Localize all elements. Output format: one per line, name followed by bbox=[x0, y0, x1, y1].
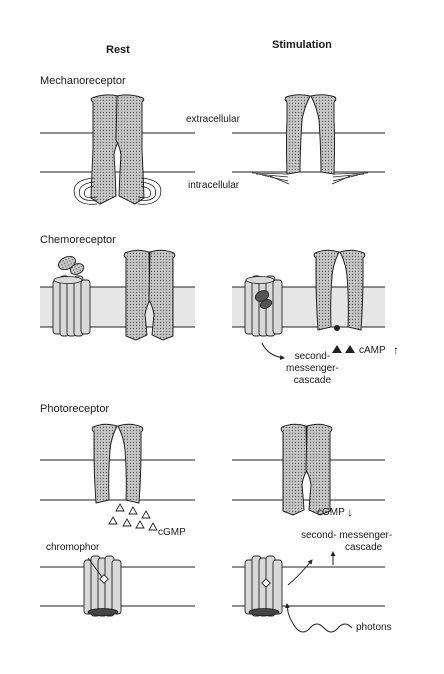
channel-right-half bbox=[115, 94, 145, 205]
channel-right-half-open bbox=[339, 249, 366, 331]
relaxed-spring-left bbox=[73, 177, 98, 205]
label-chromophor: chromophor bbox=[46, 542, 100, 553]
channel-left-half-open bbox=[91, 423, 118, 504]
rhodopsin-helix-bundle bbox=[83, 555, 122, 617]
receptor-helix-bundle bbox=[52, 275, 91, 337]
label-messenger-line: messenger- bbox=[286, 363, 339, 374]
section-title-photoreceptor: Photoreceptor bbox=[40, 403, 110, 415]
cascade-arrow bbox=[261, 342, 285, 360]
channel-left-half-open bbox=[313, 249, 340, 331]
camp-increase-arrow: ↑ bbox=[393, 343, 399, 357]
channel-left-half bbox=[123, 249, 151, 341]
label-photons: photons bbox=[356, 622, 392, 633]
chemo-stim-panel bbox=[232, 249, 385, 360]
mechano-rest-panel bbox=[40, 94, 195, 205]
cgmp-decrease-arrow: ↓ bbox=[347, 505, 353, 519]
channel-left-half bbox=[280, 423, 308, 516]
label-second-messenger-cascade-chemo: second- messenger- cascade bbox=[286, 351, 339, 387]
label-second-messenger-photo: second- messenger- bbox=[301, 530, 393, 541]
channel-right-half bbox=[148, 249, 176, 341]
chemo-rest-panel bbox=[40, 249, 195, 341]
label-second-line: second- bbox=[294, 351, 331, 362]
photo-stim-panel-channel bbox=[232, 423, 385, 565]
stretched-spring-left bbox=[251, 172, 290, 185]
header-stimulation: Stimulation bbox=[272, 39, 332, 51]
rhodopsin-activation-arrow bbox=[287, 559, 313, 586]
photo-rest-panel-rhodopsin bbox=[40, 555, 195, 617]
label-cgmp-stim: cGMP bbox=[317, 507, 345, 518]
header-rest: Rest bbox=[106, 44, 130, 56]
photo-stim-panel-rhodopsin bbox=[232, 555, 385, 633]
camp-triangle-1 bbox=[332, 345, 342, 353]
label-cgmp-rest: cGMP bbox=[158, 527, 186, 538]
label-cascade-line: cascade bbox=[293, 375, 332, 386]
stretched-spring-right bbox=[331, 172, 369, 185]
chromophor-pointer bbox=[87, 557, 103, 578]
bound-camp bbox=[334, 325, 340, 331]
photon-wave bbox=[285, 603, 353, 633]
channel-right-half-open bbox=[117, 423, 144, 504]
section-title-chemoreceptor: Chemoreceptor bbox=[40, 234, 116, 246]
cgmp-triangles bbox=[108, 503, 158, 531]
relaxed-spring-right bbox=[137, 177, 162, 205]
channel-right-half-open bbox=[310, 94, 337, 175]
ligand-molecule bbox=[58, 255, 85, 275]
label-camp: cAMP bbox=[359, 345, 386, 356]
mechano-stim-panel bbox=[232, 94, 385, 185]
channel-left-half-open bbox=[284, 94, 311, 175]
activated-rhodopsin-helix-bundle bbox=[244, 555, 283, 617]
label-extracellular: extracellular bbox=[186, 114, 240, 125]
channel-right-half bbox=[305, 423, 333, 516]
camp-triangle-2 bbox=[345, 345, 355, 353]
label-cascade-photo: cascade bbox=[345, 542, 383, 553]
label-intracellular: intracellular bbox=[188, 180, 240, 191]
receptor-helix-bundle-bound bbox=[244, 275, 283, 337]
section-title-mechanoreceptor: Mechanoreceptor bbox=[40, 75, 126, 87]
channel-left-half bbox=[90, 94, 120, 205]
photo-rest-panel-channel bbox=[40, 423, 195, 531]
